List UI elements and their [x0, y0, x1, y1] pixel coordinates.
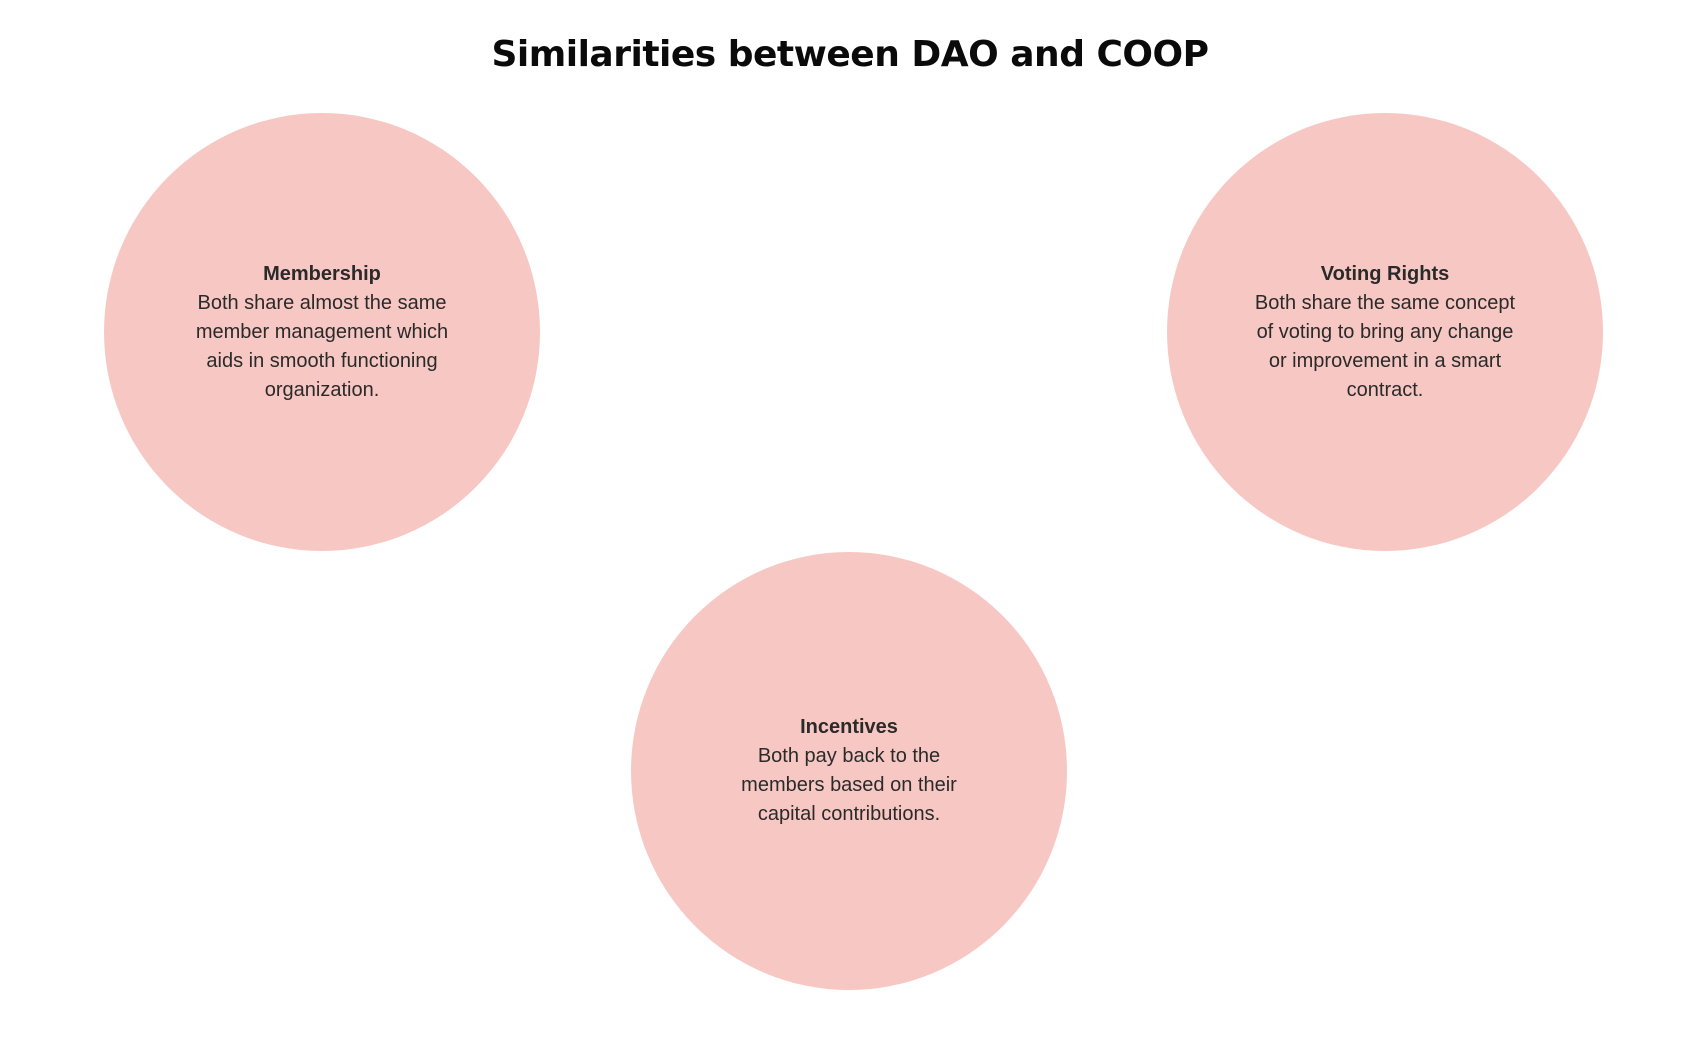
voting-rights-heading: Voting Rights [1320, 262, 1450, 285]
page-title: Similarities between DAO and COOP [491, 34, 1209, 75]
incentives-description: Both pay back to the members based on th… [741, 745, 957, 825]
membership-description: Both share almost the same member manage… [195, 291, 449, 401]
membership-heading: Membership [263, 262, 381, 285]
incentives-circle: Incentives Both pay back to the members … [631, 552, 1067, 990]
incentives-heading: Incentives [800, 716, 898, 738]
membership-circle: Membership Both share almost the same me… [104, 113, 540, 551]
voting-rights-description: Both share the same concept of voting to… [1254, 291, 1516, 401]
voting-rights-circle: Voting Rights Both share the same concep… [1167, 113, 1603, 551]
